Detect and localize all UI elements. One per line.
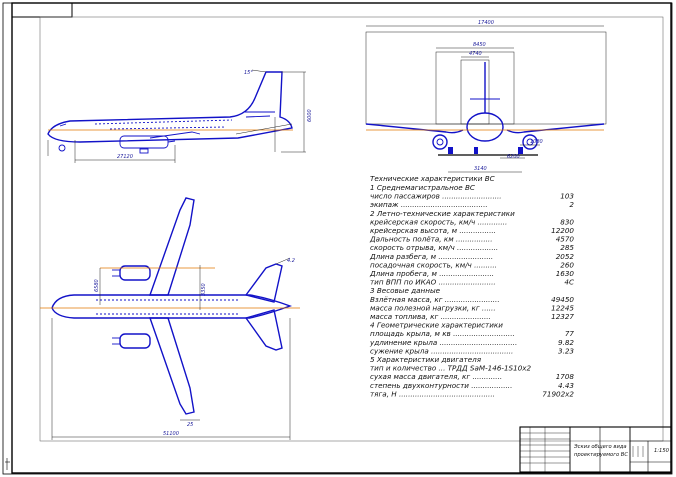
spec-line-value: 4.43 bbox=[558, 381, 574, 390]
spec-line-value: 2 bbox=[569, 200, 574, 209]
front-inner-label: 8450 bbox=[473, 42, 486, 48]
spec-line-label: сужение крыла ..........................… bbox=[370, 346, 513, 355]
spec-line-value: 12200 bbox=[551, 226, 574, 235]
front-span-label: 17400 bbox=[478, 20, 494, 26]
spec-line-label: сухая масса двигателя, кг ............. bbox=[370, 372, 502, 381]
spec-line-value: 3.23 bbox=[558, 346, 574, 355]
front-track-label: 3140 bbox=[474, 166, 487, 172]
spec-line-label: площадь крыла, м кв ....................… bbox=[370, 329, 515, 338]
spec-line-label: масса полезной нагрузки, кг ...... bbox=[370, 303, 496, 312]
spec-line-label: 5 Характеристики двигателя bbox=[370, 355, 482, 364]
spec-line-label: Длина разбега, м .......................… bbox=[369, 252, 493, 261]
spec-list: Технические характеристики ВС 1 Среднема… bbox=[369, 174, 574, 398]
spec-title: Технические характеристики ВС bbox=[370, 174, 495, 183]
spec-line-value: 103 bbox=[560, 192, 574, 201]
plan-root-label: 3350 bbox=[201, 283, 207, 296]
spec-line-value: 830 bbox=[560, 217, 574, 226]
plan-view: 51100 6580 3350 4.2 25 bbox=[40, 197, 300, 440]
sheet-inner-frame bbox=[11, 2, 672, 474]
side-length-label: 27120 bbox=[117, 154, 133, 160]
spec-line-label: Взлётная масса, кг .....................… bbox=[370, 295, 500, 304]
spec-line-value: 12327 bbox=[551, 312, 574, 321]
title-block: Эскиз общего вида проектируемого ВС 1:15… bbox=[519, 426, 672, 473]
spec-line-value: 260 bbox=[560, 260, 574, 269]
spec-line-label: масса топлива, кг ...................... bbox=[370, 312, 491, 321]
content-border bbox=[39, 16, 664, 442]
spec-line-label: посадочная скорость, км/ч .......... bbox=[370, 260, 497, 269]
spec-line-label: 3 Весовые данные bbox=[370, 286, 441, 295]
spec-line-label: крейсерская скорость, км/ч ............. bbox=[370, 217, 507, 226]
spec-line-value: 9.82 bbox=[558, 338, 574, 347]
stamp-box bbox=[11, 2, 73, 18]
spec-line-value: 71902x2 bbox=[542, 389, 574, 398]
spec-line-value: 285 bbox=[560, 243, 574, 252]
spec-line-value: 49450 bbox=[551, 295, 574, 304]
spec-line-label: 2 Летно-технические характеристики bbox=[370, 209, 515, 218]
spec-line-label: Длина пробега, м .......................… bbox=[369, 269, 494, 278]
side-height-label: 6000 bbox=[307, 109, 313, 122]
spec-line-label: Дальность полёта, км ................ bbox=[369, 235, 492, 244]
left-margin-marks bbox=[5, 458, 10, 470]
spec-line-label: 1 Среднемагистральное ВС bbox=[370, 183, 475, 192]
plan-tail-label: 4.2 bbox=[287, 258, 295, 264]
plan-angle-label: 25 bbox=[187, 422, 193, 428]
spec-line-value: 2052 bbox=[556, 252, 575, 261]
spec-line-label: удлинение крыла ........................… bbox=[369, 338, 517, 347]
side-view: 27120 6000 15° bbox=[47, 69, 313, 163]
spec-line-value: 1630 bbox=[556, 269, 575, 278]
front-fin-label: 4740 bbox=[469, 51, 482, 57]
spec-line-label: тип и количество ... ТРДД SaM-146-1S10x2 bbox=[370, 364, 532, 373]
spec-line-value: 1708 bbox=[556, 372, 575, 381]
drawing-scale: 1:150 bbox=[654, 448, 670, 454]
spec-line-label: тип ВПП по ИКАО ........................… bbox=[370, 278, 496, 287]
plan-span-label: 6580 bbox=[94, 279, 100, 292]
spec-line-value: 77 bbox=[565, 329, 575, 338]
spec-line-label: тяга, Н ................................… bbox=[370, 389, 495, 398]
spec-line-value: 12245 bbox=[551, 303, 574, 312]
spec-line-label: степень двухконтурности ................… bbox=[370, 381, 512, 390]
drawing-title-line1: Эскиз общего вида bbox=[573, 444, 627, 450]
spec-line-label: экипаж .................................… bbox=[370, 200, 488, 209]
spec-line-label: число пассажиров .......................… bbox=[370, 192, 502, 201]
drawing-title-line2: проектируемого ВС bbox=[574, 452, 628, 458]
spec-line-value: 4C bbox=[564, 278, 574, 287]
spec-line-value: 4570 bbox=[556, 235, 575, 244]
plan-length-label: 51100 bbox=[163, 431, 179, 437]
spec-line-label: 4 Геометрические характеристики bbox=[370, 321, 503, 330]
side-tail-angle-label: 15° bbox=[244, 70, 253, 76]
front-gear-label: 6200 bbox=[507, 154, 520, 160]
spec-line-label: крейсерская высота, м ................ bbox=[370, 226, 496, 235]
front-view: 17400 8450 4740 3140 6200 1080 bbox=[365, 20, 607, 173]
spec-line-label: скорость отрыва, км/ч .................. bbox=[370, 243, 498, 252]
front-height-label: 1080 bbox=[530, 139, 543, 145]
